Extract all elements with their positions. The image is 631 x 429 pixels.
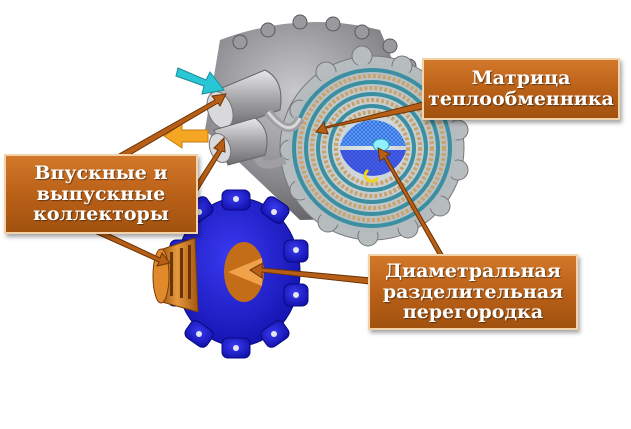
label-inlet-outlet-manifolds: Впускные и выпускные коллекторы: [4, 154, 198, 234]
label-divider-line-2: разделительная: [382, 280, 564, 303]
pointer-divider-face: [377, 147, 445, 259]
outlet-flow-arrow: [163, 123, 209, 149]
label-diametral-divider: Диаметральная разделительная перегородка: [368, 254, 578, 330]
label-divider-line-3: перегородка: [402, 301, 544, 324]
label-manifold-line-2: выпускные: [36, 182, 166, 205]
inlet-flow-arrow: [175, 67, 225, 95]
label-matrix-line-2: теплообменника: [428, 88, 614, 110]
label-heat-exchanger-matrix: Матрица теплообменника: [422, 58, 620, 120]
label-manifold-line-3: коллекторы: [33, 203, 169, 226]
pointer-manifold-upper: [111, 93, 227, 164]
label-matrix-line-1: Матрица: [471, 67, 571, 90]
pointer-divider-disc: [249, 262, 372, 285]
pointer-matrix: [315, 100, 429, 135]
divider-disc-assembly: [152, 189, 309, 359]
pointer-manifold-hub: [89, 225, 171, 267]
pointer-manifold-lower: [191, 136, 226, 193]
label-manifold-line-1: Впускные и: [34, 162, 168, 185]
pointer-arrows: [89, 93, 445, 285]
label-divider-line-1: Диаметральная: [385, 260, 561, 283]
